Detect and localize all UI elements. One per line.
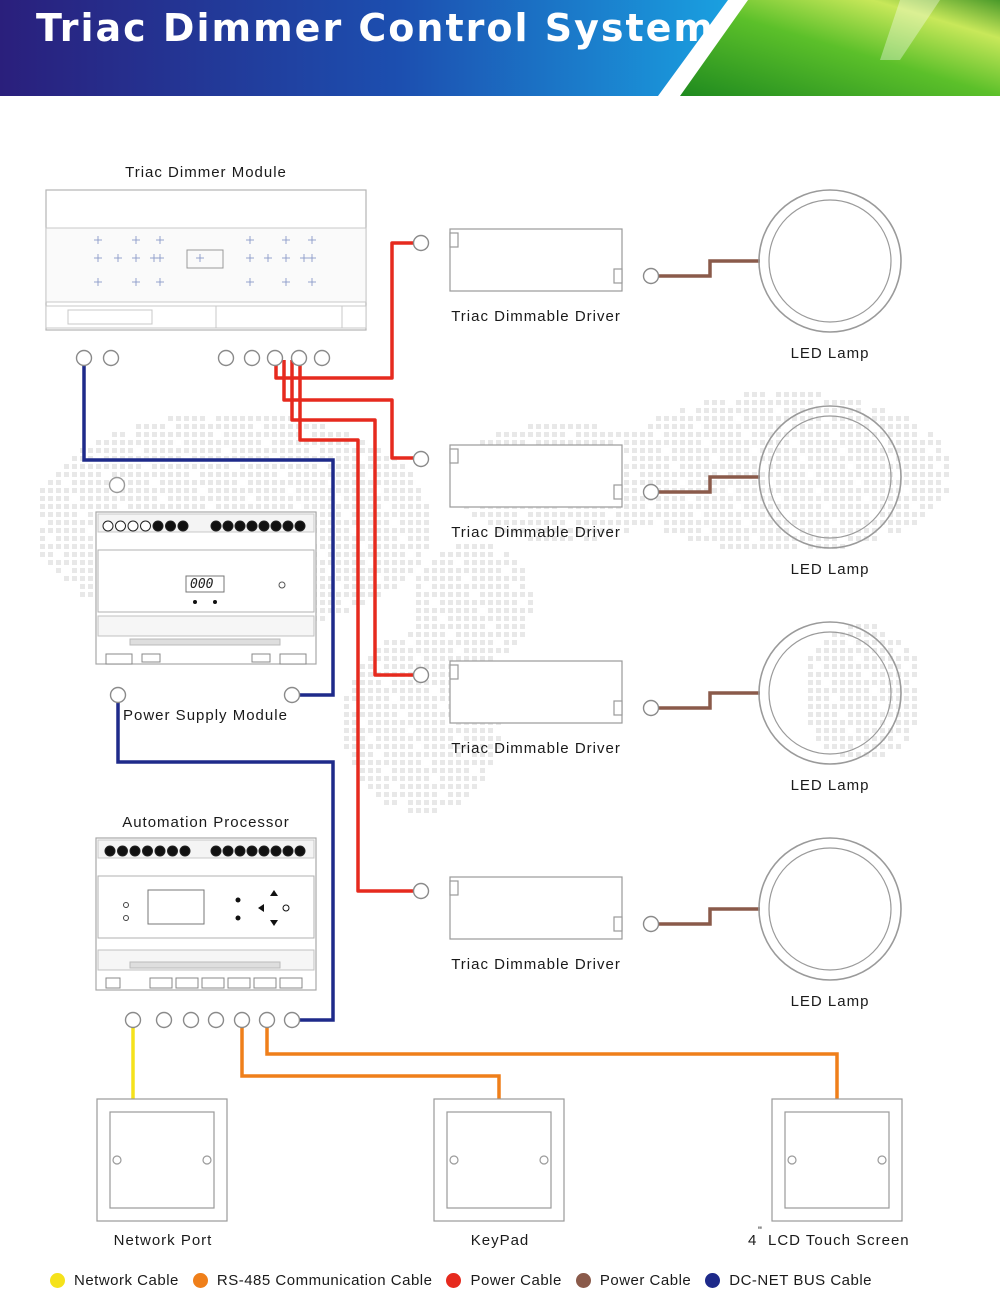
- rs485-cables: [240, 1027, 839, 1099]
- power-supply-module-label: Power Supply Module: [123, 707, 288, 724]
- led-lamp-4[interactable]: [758, 837, 902, 981]
- triac-dimmable-driver-4[interactable]: [449, 876, 623, 940]
- wiring-diagram: Triac Dimmer Module 000 Power Supply Mod…: [40, 164, 949, 1249]
- triac-dimmable-driver-1[interactable]: [449, 228, 623, 292]
- terminal-ports[interactable]: [75, 234, 660, 1029]
- legend-label: DC-NET BUS Cable: [729, 1271, 873, 1289]
- driver-label-2: Triac Dimmable Driver: [451, 524, 621, 541]
- power-supply-module[interactable]: 000: [95, 476, 317, 665]
- led-lamp-2[interactable]: [758, 405, 902, 549]
- network-port-label: Network Port: [114, 1232, 213, 1249]
- lcd-size-label: 4: [748, 1232, 757, 1249]
- legend-item-power-cable-red: Power Cable: [446, 1272, 561, 1289]
- legend-label: Network Cable: [74, 1271, 179, 1289]
- legend-item-network-cable: Network Cable: [50, 1272, 179, 1289]
- display-readout: 000: [190, 577, 214, 592]
- banner-graphic: [0, 0, 1000, 96]
- legend-swatch: [446, 1272, 462, 1288]
- keypad-device[interactable]: [433, 1098, 565, 1222]
- lcd-touch-screen-device[interactable]: [771, 1098, 903, 1222]
- legend-label: Power Cable: [599, 1271, 692, 1289]
- network-port-device[interactable]: [96, 1098, 228, 1222]
- driver-label-1: Triac Dimmable Driver: [451, 308, 621, 325]
- page-title: Triac Dimmer Control System: [36, 6, 716, 50]
- keypad-label: KeyPad: [471, 1232, 530, 1249]
- lamp-label-4: LED Lamp: [791, 993, 870, 1010]
- legend-item-dcnet-bus-cable: DC-NET BUS Cable: [705, 1272, 872, 1289]
- inch-mark: ": [758, 1225, 763, 1237]
- lamp-label-2: LED Lamp: [791, 561, 870, 578]
- power-cables-brown: [658, 259, 760, 926]
- triac-dimmable-driver-2[interactable]: [449, 444, 623, 508]
- automation-processor[interactable]: [95, 837, 317, 991]
- legend-swatch: [192, 1272, 208, 1288]
- driver-label-3: Triac Dimmable Driver: [451, 740, 621, 757]
- dcnet-bus-cables: [82, 365, 335, 1022]
- legend-label: Power Cable: [470, 1271, 562, 1289]
- lamp-label-1: LED Lamp: [791, 345, 870, 362]
- led-lamp-3[interactable]: [758, 621, 902, 765]
- triac-dimmer-module[interactable]: [45, 189, 367, 331]
- legend-swatch: [50, 1272, 65, 1288]
- triac-dimmer-module-label: Triac Dimmer Module: [125, 164, 287, 181]
- triac-dimmable-driver-3[interactable]: [449, 660, 623, 724]
- header-banner: Triac Dimmer Control System: [0, 0, 1000, 96]
- lcd-touch-screen-label: LCD Touch Screen: [768, 1232, 910, 1249]
- legend-item-power-cable-brown: Power Cable: [575, 1271, 692, 1289]
- legend-label: RS-485 Communication Cable: [216, 1271, 433, 1289]
- legend-swatch: [705, 1272, 721, 1288]
- legend-item-rs485-cable: RS-485 Communication Cable: [192, 1271, 433, 1289]
- led-lamp-1[interactable]: [758, 189, 902, 333]
- legend-swatch: [575, 1272, 591, 1288]
- power-cables-red: [274, 241, 414, 893]
- automation-processor-label: Automation Processor: [122, 814, 290, 831]
- lamp-label-3: LED Lamp: [791, 777, 870, 794]
- legend: Network Cable RS-485 Communication Cable…: [50, 1270, 872, 1290]
- driver-label-4: Triac Dimmable Driver: [451, 956, 621, 973]
